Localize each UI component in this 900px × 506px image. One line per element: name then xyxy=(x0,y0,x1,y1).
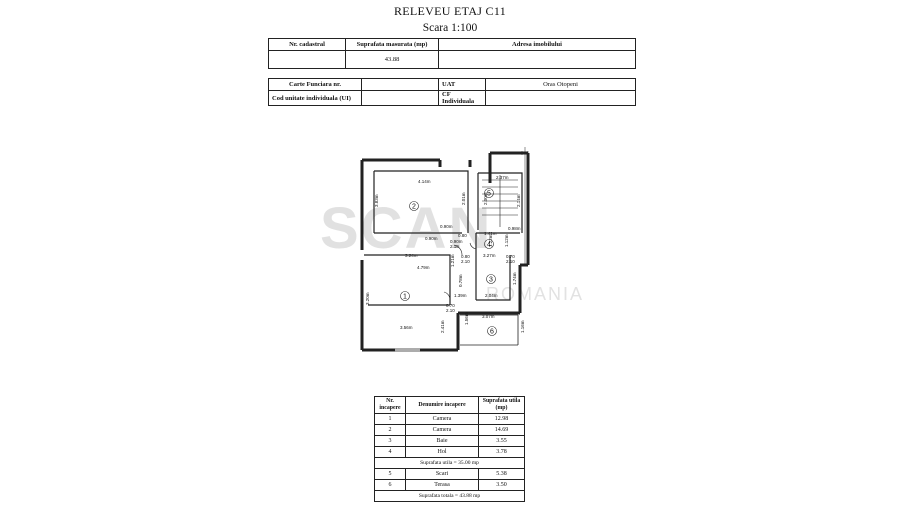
dim-label: 1.74m xyxy=(512,272,517,285)
dim-label: 3.83m xyxy=(374,194,379,207)
rooms-table: Nr. incapere Denumire incapere Suprafata… xyxy=(374,396,525,502)
dim-label: 0.80 xyxy=(458,233,467,238)
dim-label: 0.78m xyxy=(458,274,463,287)
room-number-2: 2 xyxy=(412,204,416,211)
cod-ui-label: Cod unitate individuala (UI) xyxy=(268,90,362,106)
dim-label: 2.37m xyxy=(496,175,509,180)
room-nr: 6 xyxy=(374,479,406,491)
room-nr: 3 xyxy=(374,435,406,447)
dim-label: 1.56m xyxy=(464,312,469,325)
table-row: 6 Terasa 3.50 xyxy=(374,479,525,491)
room-number-6: 6 xyxy=(490,329,494,336)
table-row: 4 Hol 3.78 xyxy=(374,446,525,458)
dim-label: 1.12m xyxy=(504,234,509,247)
adresa-value xyxy=(438,50,636,69)
header-nr: Nr. incapere xyxy=(374,396,406,414)
table-row: 1 Camera 12.98 xyxy=(374,413,525,425)
dim-label: 1.16m xyxy=(520,320,525,333)
room-area: 12.98 xyxy=(478,413,525,425)
dim-label: 3.24m xyxy=(405,253,418,258)
uat-value: Oras Otopeni xyxy=(485,78,636,91)
carte-funciara-value xyxy=(361,78,439,91)
dim-label: 1.39m xyxy=(454,293,467,298)
header-denumire: Denumire incapere xyxy=(405,396,479,414)
header-suprafata: Suprafata utila (mp) xyxy=(478,396,525,414)
page-title: RELEVEU ETAJ C11 xyxy=(393,4,507,18)
room-name: Camera xyxy=(405,413,479,425)
cadastral-info-table: Nr. cadastral Suprafata masurata (mp) Ad… xyxy=(268,38,636,69)
room-number-1: 1 xyxy=(403,294,407,301)
room-nr: 1 xyxy=(374,413,406,425)
dim-label: 2.10 xyxy=(450,244,459,249)
suprafata-value: 43.88 xyxy=(345,50,439,69)
room-name: Camera xyxy=(405,424,479,436)
room-area: 5.38 xyxy=(478,468,525,480)
dim-label: 2.14m xyxy=(516,194,521,207)
dim-label: 2.10 xyxy=(461,259,470,264)
room-area: 3.55 xyxy=(478,435,525,447)
dim-label: 1.22m xyxy=(488,234,493,247)
dim-label: 2.41m xyxy=(440,320,445,333)
room-number-5: 5 xyxy=(487,191,491,198)
dim-label: 2.01m xyxy=(461,192,466,205)
dim-label: 3.20m xyxy=(365,292,370,305)
room-nr: 4 xyxy=(374,446,406,458)
floor-plan: 4.14m 3.83m 2.01m 2.37m 2.00m 2.14m 0.90… xyxy=(360,147,530,352)
land-registry-table: Carte Funciara nr. UAT Oras Otopeni Cod … xyxy=(268,78,636,106)
total-row: Suprafata totala = 43.88 mp xyxy=(374,490,525,502)
watermark-logo: SCAN xyxy=(320,196,493,261)
dim-label: 2.10 xyxy=(506,259,515,264)
room-name: Scari xyxy=(405,468,479,480)
room-name: Baie xyxy=(405,435,479,447)
room-area: 3.50 xyxy=(478,479,525,491)
suprafata-label: Suprafata masurata (mp) xyxy=(345,38,439,51)
room-name: Terasa xyxy=(405,479,479,491)
dim-label: 1.41m xyxy=(484,231,497,236)
carte-funciara-label: Carte Funciara nr. xyxy=(268,78,362,91)
uat-label: UAT xyxy=(438,78,486,91)
room-name: Hol xyxy=(405,446,479,458)
dim-label: 0.80 xyxy=(461,254,470,259)
room-area: 3.78 xyxy=(478,446,525,458)
dim-label: 3.56m xyxy=(400,325,413,330)
dim-label: 4.79m xyxy=(417,265,430,270)
table-row: 2 Camera 14.69 xyxy=(374,424,525,436)
dim-label: 3.27m xyxy=(483,253,496,258)
room-number-4: 4 xyxy=(487,242,491,249)
table-row: 3 Baie 3.55 xyxy=(374,435,525,447)
dim-label: 0.70 xyxy=(446,303,455,308)
subtotal-row: Suprafata utila = 35.00 mp xyxy=(374,457,525,469)
room-nr: 2 xyxy=(374,424,406,436)
dim-label: 2.00m xyxy=(483,192,488,205)
room-number-3: 3 xyxy=(489,277,493,284)
table-row: 5 Scari 5.38 xyxy=(374,468,525,480)
dim-label: 2.10 xyxy=(446,308,455,313)
nr-cadastral-label: Nr. cadastral xyxy=(268,38,346,51)
dim-label: 0.90m xyxy=(450,239,463,244)
room-nr: 5 xyxy=(374,468,406,480)
dim-label: 1.21m xyxy=(450,254,455,267)
dim-label: 2.04m xyxy=(485,293,498,298)
dim-label: 0.90m xyxy=(425,236,438,241)
cf-individuala-label: CF Individuala xyxy=(438,90,486,106)
dim-label: 3.07m xyxy=(482,314,495,319)
dim-label: 4.14m xyxy=(418,179,431,184)
cf-individuala-value xyxy=(485,90,636,106)
adresa-label: Adresa imobilului xyxy=(438,38,636,51)
room-area: 14.69 xyxy=(478,424,525,436)
dim-label: 0.90m xyxy=(440,224,453,229)
cod-ui-value xyxy=(361,90,439,106)
dim-label: 0.98m xyxy=(508,226,521,231)
nr-cadastral-value xyxy=(268,50,346,69)
scale-label: Scara 1:100 xyxy=(422,22,478,34)
dim-label: 0.70 xyxy=(506,254,515,259)
